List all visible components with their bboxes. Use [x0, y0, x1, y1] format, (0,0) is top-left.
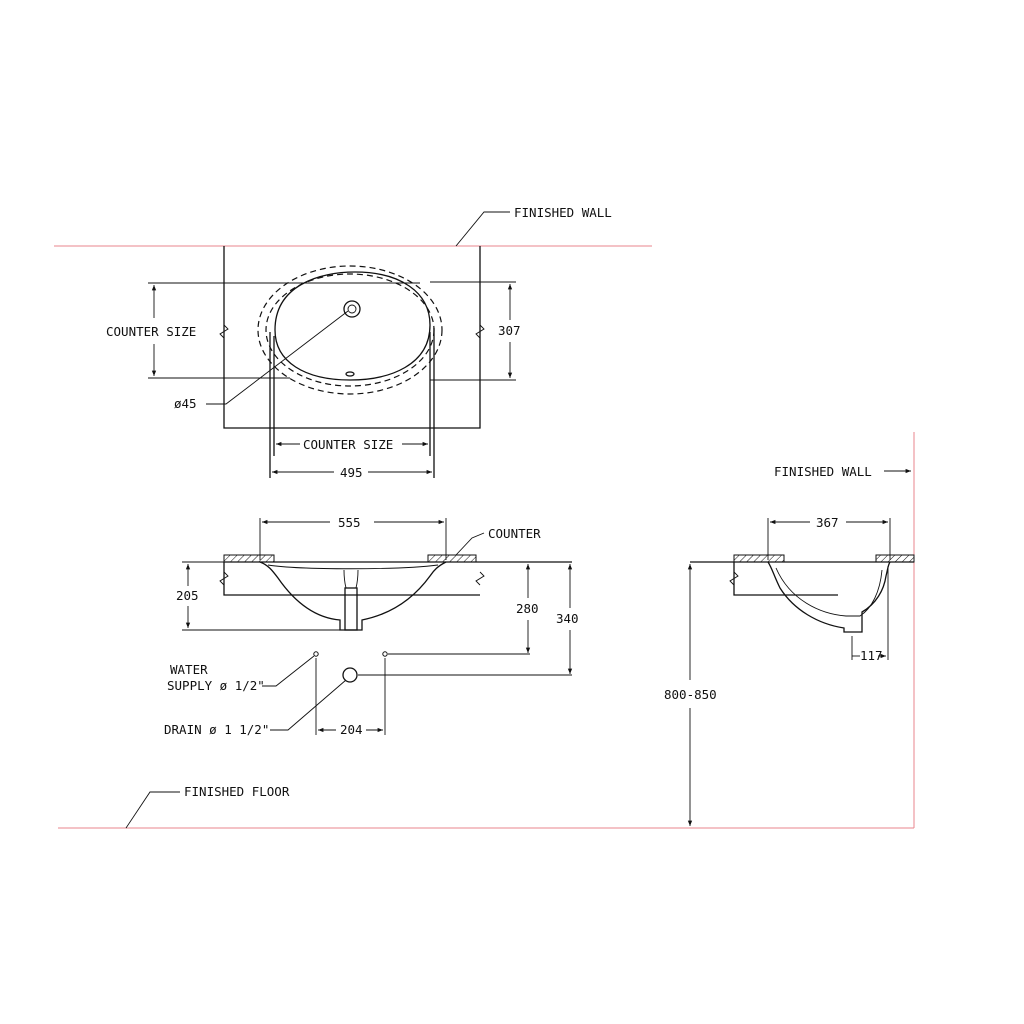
side-outlet-dimension: 117 [860, 648, 883, 663]
finished-wall-leader [455, 211, 510, 247]
finished-wall-label: FINISHED WALL [514, 205, 612, 220]
side-depth-dimension: 367 [816, 515, 839, 530]
front-height-dimension: 205 [176, 588, 199, 603]
water-supply-label-line2: SUPPLY ø 1/2" [167, 678, 265, 693]
front-basin-bowl [259, 561, 447, 631]
front-width-dimension: 555 [338, 515, 361, 530]
supply-height-dimension: 280 [516, 601, 539, 616]
plan-width-dimension: 495 [340, 465, 363, 480]
basin-bowl-outline [274, 271, 431, 381]
water-supply-point-left [313, 651, 319, 657]
drain-hole [343, 300, 361, 318]
drain-height-dimension: 340 [556, 611, 579, 626]
counter-slab-right [427, 554, 477, 563]
basin-rim-outline [257, 265, 443, 395]
counter-label: COUNTER [488, 526, 541, 541]
drain-outlet-point [342, 667, 358, 683]
finished-floor-label: FINISHED FLOOR [184, 784, 290, 799]
install-height-dimension: 800-850 [664, 687, 717, 702]
counter-size-vertical-label: COUNTER SIZE [106, 324, 196, 339]
side-counter-slab-right [875, 554, 915, 563]
side-view [687, 468, 915, 826]
counter-size-horizontal-label: COUNTER SIZE [303, 437, 393, 452]
plan-view [148, 246, 516, 478]
finished-floor-leader [125, 791, 180, 829]
front-view [182, 518, 573, 735]
water-supply-point-right [382, 651, 388, 657]
side-basin-profile [767, 561, 891, 633]
counter-slab-left [223, 554, 275, 563]
drain-label: DRAIN ø 1 1/2" [164, 722, 269, 737]
finished-wall-side-label: FINISHED WALL [774, 464, 872, 479]
side-counter-slab-left [733, 554, 785, 563]
water-supply-label-line1: WATER [170, 662, 208, 677]
supply-offset-dimension: 204 [340, 722, 363, 737]
plan-depth-dimension: 307 [498, 323, 521, 338]
drain-hole-diameter-label: ø45 [174, 396, 197, 411]
